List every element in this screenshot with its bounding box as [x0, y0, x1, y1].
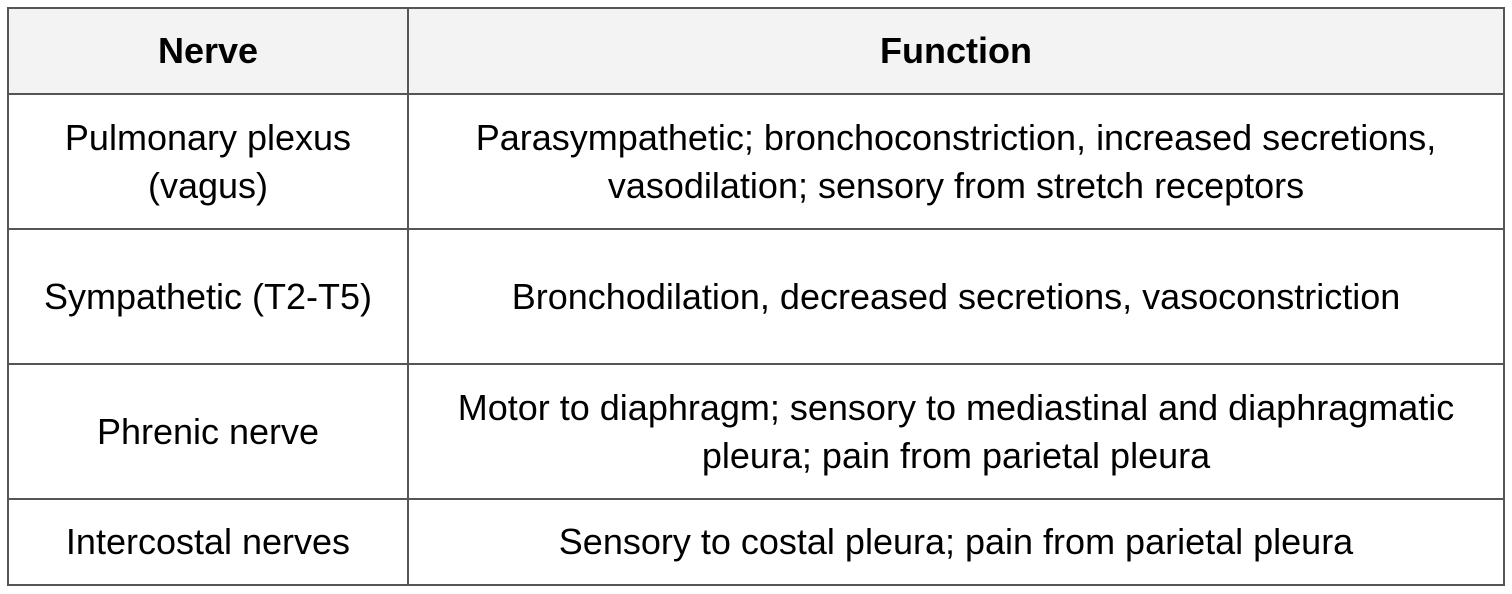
- function-cell: Motor to diaphragm; sensory to mediastin…: [407, 363, 1505, 500]
- table-header-row: Nerve Function: [7, 7, 1505, 95]
- table-row: Intercostal nerves Sensory to costal ple…: [7, 498, 1505, 586]
- table-row: Sympathetic (T2-T5) Bronchodilation, dec…: [7, 228, 1505, 365]
- nerve-cell: Phrenic nerve: [7, 363, 409, 500]
- table-row: Pulmonary plexus (vagus) Parasympathetic…: [7, 93, 1505, 230]
- function-cell: Sensory to costal pleura; pain from pari…: [407, 498, 1505, 586]
- nerve-function-table-container: Nerve Function Pulmonary plexus (vagus) …: [7, 7, 1505, 586]
- header-nerve: Nerve: [7, 7, 409, 95]
- nerve-function-table: Nerve Function Pulmonary plexus (vagus) …: [7, 7, 1505, 586]
- header-function: Function: [407, 7, 1505, 95]
- nerve-cell: Pulmonary plexus (vagus): [7, 93, 409, 230]
- nerve-cell: Intercostal nerves: [7, 498, 409, 586]
- function-cell: Parasympathetic; bronchoconstriction, in…: [407, 93, 1505, 230]
- function-cell: Bronchodilation, decreased secretions, v…: [407, 228, 1505, 365]
- table-row: Phrenic nerve Motor to diaphragm; sensor…: [7, 363, 1505, 500]
- nerve-cell: Sympathetic (T2-T5): [7, 228, 409, 365]
